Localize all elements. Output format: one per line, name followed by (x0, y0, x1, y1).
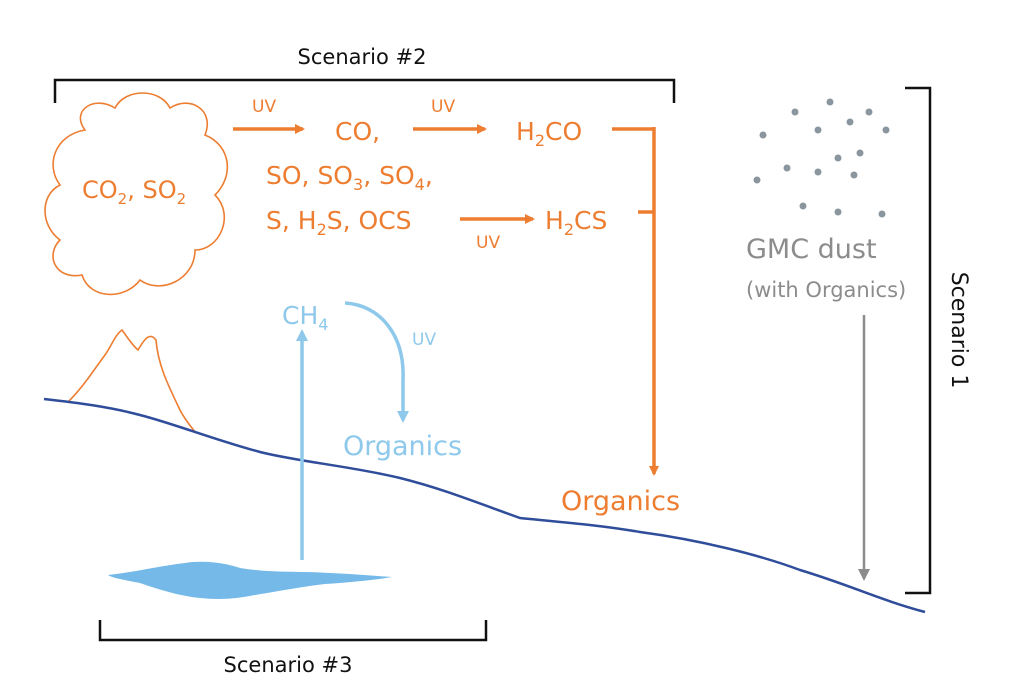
sulfur-oxides-label: SO, SO3, SO4, (266, 161, 433, 194)
scenario-3-bracket (98, 620, 488, 642)
ground-line (43, 397, 926, 614)
sulfur-species-label: S, H2S, OCS (266, 206, 412, 239)
scenario-2-bracket (53, 78, 676, 103)
uv-label-3: UV (476, 233, 500, 253)
scenario-1-label: Scenario 1 (946, 272, 971, 389)
ch4-label: CH4 (282, 301, 328, 334)
scenario-3-label: Scenario #3 (224, 653, 353, 677)
dust-particles (753, 98, 890, 218)
volcano-icon (67, 328, 197, 434)
blue-organics-label: Organics (343, 431, 462, 462)
cloud-gases-label: CO2, SO2 (82, 176, 186, 208)
orange-organics-label: Organics (561, 486, 680, 517)
scenario-2-label: Scenario #2 (298, 45, 427, 69)
uv-label-4: UV (412, 330, 436, 350)
orange-connector-arrow (612, 127, 659, 476)
methane-uv-arrow (344, 301, 409, 423)
gmc-dust-sublabel: (with Organics) (746, 278, 906, 302)
uv-label-1: UV (252, 97, 276, 117)
co-label: CO, (335, 117, 380, 146)
uv-label-2: UV (431, 97, 455, 117)
h2co-label: H2CO (516, 117, 582, 150)
h2cs-label: H2CS (545, 206, 607, 239)
lake-icon (108, 561, 392, 599)
scenario-1-bracket (905, 86, 932, 595)
gmc-dust-label: GMC dust (746, 234, 877, 265)
volcanic-cloud-icon (44, 92, 229, 296)
